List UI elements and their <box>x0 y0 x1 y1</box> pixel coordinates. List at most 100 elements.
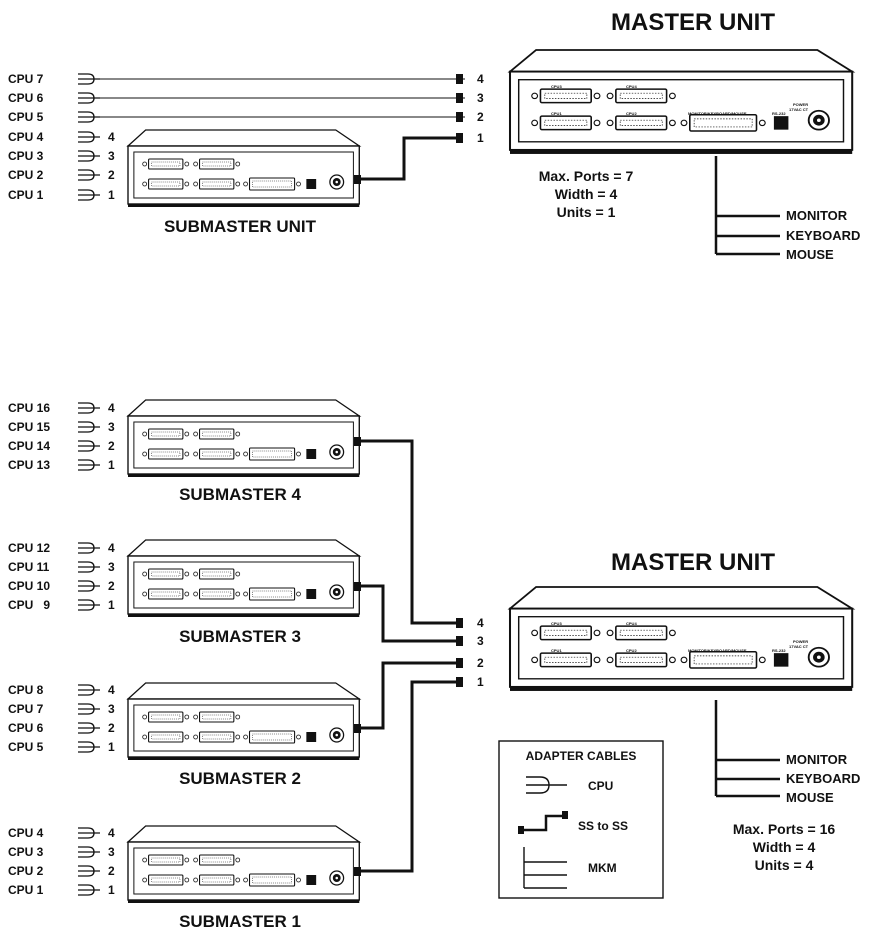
legend-cpu-icon <box>526 776 567 794</box>
cpu-label: CPU 5 <box>8 110 44 124</box>
svg-text:3: 3 <box>108 702 115 716</box>
svg-text:4: 4 <box>108 401 115 415</box>
svg-text:3: 3 <box>108 845 115 859</box>
cpu-label: CPU 6 <box>8 721 44 735</box>
top-long-cpu-lines <box>77 73 465 123</box>
svg-text:3: 3 <box>477 634 484 648</box>
submaster-4-group: CPU 16 CPU 15 CPU 14 CPU 13 4 3 2 1 SUBM… <box>8 399 360 504</box>
cpu-label: CPU 7 <box>8 72 44 86</box>
svg-text:17VAC CT: 17VAC CT <box>789 107 809 112</box>
top-submaster-unit <box>127 129 360 208</box>
submaster-2-unit <box>127 682 360 761</box>
bottom-info: Max. Ports = 16 Width = 4 Units = 4 <box>733 821 836 873</box>
cpu-label: CPU 8 <box>8 683 44 697</box>
svg-text:Width = 4: Width = 4 <box>753 839 816 855</box>
cpu-label: CPU 7 <box>8 702 44 716</box>
top-master-unit-labels: CPU3 CPU4 CPU1 CPU2 MONITOR/KEYBOARD/MOU… <box>551 84 809 116</box>
svg-text:1: 1 <box>108 740 115 754</box>
svg-text:CPU3: CPU3 <box>551 84 562 89</box>
svg-text:4: 4 <box>108 130 115 144</box>
submaster-3-group: CPU 12 CPU 11 CPU 10 CPU 9 4 3 2 1 SUBMA… <box>8 539 360 646</box>
svg-text:17VAC CT: 17VAC CT <box>789 644 809 649</box>
svg-text:RS-232: RS-232 <box>772 111 786 116</box>
svg-text:1: 1 <box>477 131 484 145</box>
cpu-label: CPU 6 <box>8 91 44 105</box>
svg-text:MONITOR/KEYBOARD/MOUSE: MONITOR/KEYBOARD/MOUSE <box>688 648 747 653</box>
svg-text:Max. Ports = 7: Max. Ports = 7 <box>539 168 634 184</box>
cpu-label: CPU 5 <box>8 740 44 754</box>
svg-text:Max. Ports = 16: Max. Ports = 16 <box>733 821 836 837</box>
svg-text:3: 3 <box>108 420 115 434</box>
svg-text:MOUSE: MOUSE <box>786 790 834 805</box>
svg-text:MONITOR/KEYBOARD/MOUSE: MONITOR/KEYBOARD/MOUSE <box>688 111 747 116</box>
svg-text:2: 2 <box>108 721 115 735</box>
top-master-title: MASTER UNIT <box>611 9 775 36</box>
cpu-label: CPU 4 <box>8 826 44 840</box>
submaster-4-title: SUBMASTER 4 <box>179 485 301 504</box>
svg-text:4: 4 <box>477 616 484 630</box>
svg-text:Width = 4: Width = 4 <box>555 186 618 202</box>
legend-title: ADAPTER CABLES <box>526 749 637 763</box>
submaster-1-title: SUBMASTER 1 <box>179 912 301 931</box>
cpu-label: CPU 14 <box>8 439 50 453</box>
svg-text:CPU2: CPU2 <box>626 111 637 116</box>
submaster-3-title: SUBMASTER 3 <box>179 627 301 646</box>
legend-ss-icon <box>518 811 568 834</box>
top-ss-cable <box>354 74 463 184</box>
cpu-label: CPU 13 <box>8 458 50 472</box>
top-short-cpu-plugs <box>77 131 101 201</box>
svg-text:1: 1 <box>108 598 115 612</box>
svg-text:3: 3 <box>108 560 115 574</box>
svg-text:MOUSE: MOUSE <box>786 247 834 262</box>
svg-text:2: 2 <box>108 864 115 878</box>
cpu-label: CPU 12 <box>8 541 50 555</box>
top-mkm-cable: MONITOR KEYBOARD MOUSE <box>714 156 860 262</box>
submaster-2-group: CPU 8 CPU 7 CPU 6 CPU 5 4 3 2 1 SUBMASTE… <box>8 682 360 788</box>
svg-text:KEYBOARD: KEYBOARD <box>786 228 860 243</box>
legend-cpu-label: CPU <box>588 779 613 793</box>
bottom-ss-cables <box>354 437 463 876</box>
cpu-label: CPU 16 <box>8 401 50 415</box>
top-sub-port-numbers: 4 3 2 1 <box>108 130 115 202</box>
submaster-3-unit <box>127 539 360 618</box>
top-info: Max. Ports = 7 Width = 4 Units = 1 <box>539 168 634 220</box>
svg-text:1: 1 <box>477 675 484 689</box>
svg-text:2: 2 <box>108 579 115 593</box>
svg-text:MONITOR: MONITOR <box>786 752 848 767</box>
bottom-master-title: MASTER UNIT <box>611 549 775 576</box>
svg-text:CPU4: CPU4 <box>626 84 637 89</box>
cpu-label: CPU 10 <box>8 579 50 593</box>
svg-text:CPU4: CPU4 <box>626 621 637 626</box>
cpu-label: CPU 1 <box>8 883 44 897</box>
submaster-2-title: SUBMASTER 2 <box>179 769 301 788</box>
svg-text:2: 2 <box>477 110 484 124</box>
svg-text:2: 2 <box>108 439 115 453</box>
svg-text:Units = 1: Units = 1 <box>557 204 616 220</box>
svg-text:4: 4 <box>108 541 115 555</box>
cpu-label: CPU 15 <box>8 420 50 434</box>
svg-text:4: 4 <box>477 72 484 86</box>
svg-text:Units = 4: Units = 4 <box>755 857 814 873</box>
legend-ss-label: SS to SS <box>578 819 628 833</box>
cpu-label: CPU 2 <box>8 168 44 182</box>
bottom-mkm-cable: MONITOR KEYBOARD MOUSE <box>714 700 860 805</box>
svg-text:CPU1: CPU1 <box>551 111 562 116</box>
submaster-1-unit <box>127 825 360 904</box>
cpu-label: CPU 4 <box>8 130 44 144</box>
cpu-label: CPU 3 <box>8 149 44 163</box>
top-master-port-numbers: 4 3 2 1 <box>477 72 484 145</box>
cpu-label: CPU 2 <box>8 864 44 878</box>
top-cpu-labels: CPU 7 CPU 6 CPU 5 CPU 4 CPU 3 CPU 2 CPU … <box>8 72 44 202</box>
svg-text:POWER: POWER <box>793 102 808 107</box>
cpu-label: CPU 1 <box>8 188 44 202</box>
cpu-label: CPU 9 <box>8 598 50 612</box>
svg-text:1: 1 <box>108 458 115 472</box>
svg-text:KEYBOARD: KEYBOARD <box>786 771 860 786</box>
svg-text:MONITOR: MONITOR <box>786 208 848 223</box>
legend-mkm-icon <box>523 847 567 889</box>
adapter-cables-legend: ADAPTER CABLES CPU SS to SS MKM <box>498 740 664 899</box>
submaster-1-group: CPU 4 CPU 3 CPU 2 CPU 1 4 3 2 1 SUBMASTE… <box>8 825 360 931</box>
svg-text:3: 3 <box>477 91 484 105</box>
cpu-label: CPU 11 <box>8 560 50 574</box>
